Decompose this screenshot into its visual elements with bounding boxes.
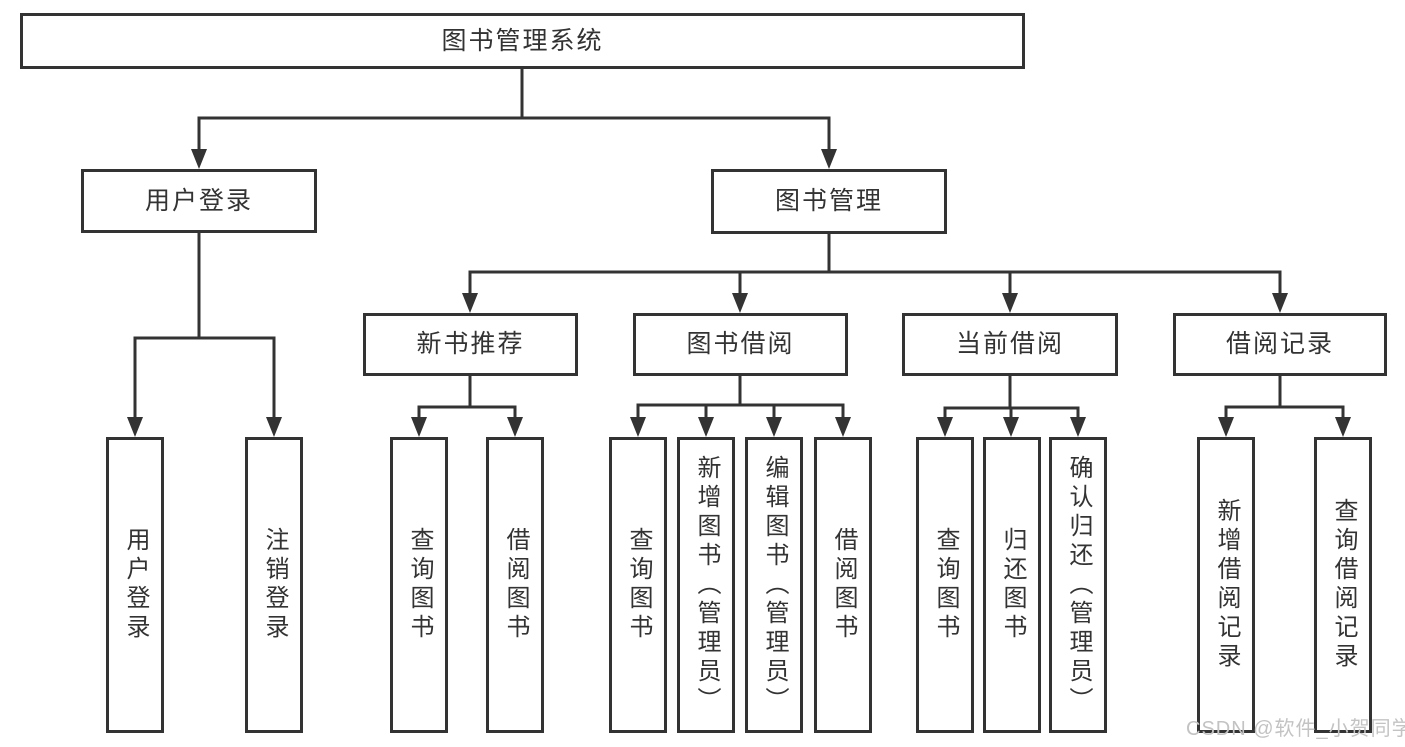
leaf-label: 查询图书 bbox=[932, 527, 959, 643]
leaf-user-login: 用户登录 bbox=[106, 437, 164, 733]
leaf-label: 查询图书 bbox=[406, 527, 433, 643]
leaf-label: 借阅图书 bbox=[830, 527, 857, 643]
node-new-book-recommend: 新书推荐 bbox=[363, 313, 578, 376]
leaf-add-book-admin: 新增图书（管理员） bbox=[677, 437, 735, 733]
node-borrow-records: 借阅记录 bbox=[1173, 313, 1387, 376]
leaf-confirm-return-admin: 确认归还（管理员） bbox=[1049, 437, 1107, 733]
node-book-borrow: 图书借阅 bbox=[633, 313, 848, 376]
leaf-add-borrow-record: 新增借阅记录 bbox=[1197, 437, 1255, 733]
leaf-label: 新增图书（管理员） bbox=[693, 454, 720, 716]
leaf-label: 归还图书 bbox=[999, 527, 1026, 643]
leaf-label: 用户登录 bbox=[122, 527, 149, 643]
leaf-query-books-borrow: 查询图书 bbox=[609, 437, 667, 733]
leaf-borrow-books-recommend: 借阅图书 bbox=[486, 437, 544, 733]
leaf-label: 注销登录 bbox=[261, 527, 288, 643]
leaf-label: 确认归还（管理员） bbox=[1065, 454, 1092, 716]
leaf-label: 借阅图书 bbox=[502, 527, 529, 643]
arrowheads bbox=[127, 149, 1351, 437]
node-current-borrow: 当前借阅 bbox=[902, 313, 1118, 376]
leaf-edit-book-admin: 编辑图书（管理员） bbox=[745, 437, 803, 733]
node-user-login: 用户登录 bbox=[81, 169, 317, 233]
leaf-query-books-recommend: 查询图书 bbox=[390, 437, 448, 733]
node-book-management: 图书管理 bbox=[711, 169, 947, 234]
node-label: 借阅记录 bbox=[1225, 330, 1334, 358]
leaf-logout: 注销登录 bbox=[245, 437, 303, 733]
node-label: 图书借阅 bbox=[686, 330, 795, 358]
csdn-watermark: CSDN @软件_小贺同学 bbox=[1186, 718, 1405, 740]
leaf-query-books-current: 查询图书 bbox=[916, 437, 974, 733]
node-label: 图书管理系统 bbox=[441, 26, 604, 55]
leaf-borrow-books: 借阅图书 bbox=[814, 437, 872, 733]
leaf-label: 编辑图书（管理员） bbox=[761, 454, 788, 716]
node-label: 图书管理 bbox=[774, 187, 883, 215]
node-label: 新书推荐 bbox=[416, 330, 525, 358]
leaf-label: 新增借阅记录 bbox=[1213, 498, 1240, 672]
leaf-return-book: 归还图书 bbox=[983, 437, 1041, 733]
leaf-label: 查询借阅记录 bbox=[1330, 498, 1357, 672]
node-library-management-system: 图书管理系统 bbox=[20, 13, 1025, 69]
leaf-label: 查询图书 bbox=[625, 527, 652, 643]
leaf-query-borrow-record: 查询借阅记录 bbox=[1314, 437, 1372, 733]
node-label: 当前借阅 bbox=[955, 330, 1064, 358]
node-label: 用户登录 bbox=[144, 186, 253, 215]
